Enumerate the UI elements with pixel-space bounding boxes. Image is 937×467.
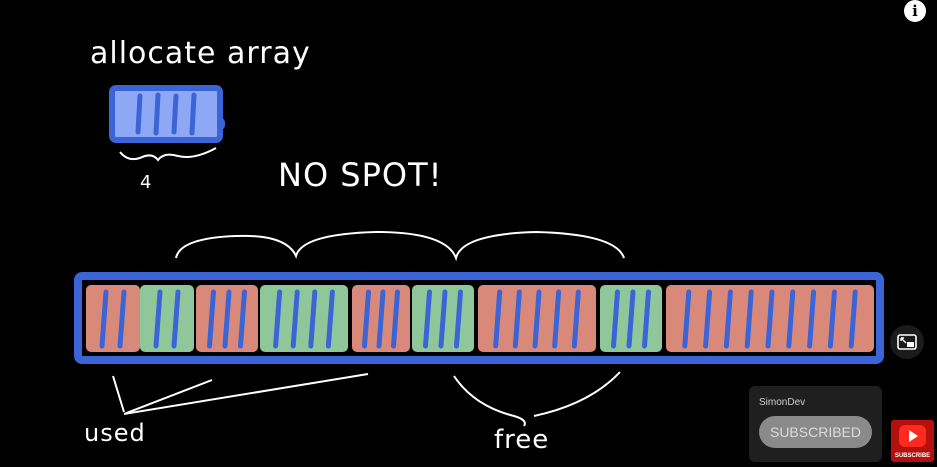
- slot-divider: [786, 289, 796, 349]
- slot-divider: [571, 289, 581, 349]
- memory-array: [74, 272, 884, 364]
- slot-divider: [438, 289, 448, 349]
- miniplayer-icon: [897, 334, 917, 350]
- slot-divider: [723, 289, 733, 349]
- slot-divider: [807, 289, 817, 349]
- free-block: [140, 285, 194, 352]
- youtube-play-icon: [899, 425, 926, 447]
- slot-divider: [290, 289, 300, 349]
- slot-divider: [848, 289, 858, 349]
- slot-divider: [512, 289, 522, 349]
- slot-divider: [273, 289, 283, 349]
- size-brace: [119, 147, 217, 162]
- slot-divider: [611, 289, 620, 349]
- slot-divider: [642, 289, 651, 349]
- slot-divider: [744, 289, 754, 349]
- subscribed-button[interactable]: SUBSCRIBED: [759, 416, 872, 448]
- slot-divider: [117, 289, 127, 349]
- allocate-array-label: allocate array: [90, 36, 311, 71]
- slot-divider: [362, 289, 371, 349]
- slot-divider: [153, 289, 163, 349]
- slot-divider: [423, 289, 432, 349]
- used-block: [86, 285, 140, 352]
- slot-divider: [626, 289, 636, 349]
- no-spot-label: NO SPOT!: [278, 156, 442, 194]
- slot-divider: [222, 289, 232, 349]
- subscribe-badge-label: SUBSCRIBE: [894, 453, 931, 459]
- size-label: 4: [140, 172, 152, 193]
- info-icon[interactable]: i: [904, 0, 926, 22]
- slot-divider: [325, 289, 335, 349]
- subscribe-card: SimonDev SUBSCRIBED: [749, 386, 882, 462]
- slot-divider: [454, 289, 463, 349]
- slot-divider: [827, 289, 837, 349]
- slot-divider: [308, 289, 318, 349]
- used-label: used: [84, 419, 146, 447]
- free-pointer-lines: [453, 371, 621, 427]
- slot-divider: [238, 289, 247, 349]
- slot-divider: [171, 289, 181, 349]
- new-array-drawing: [109, 85, 226, 143]
- used-pointer-lines: [112, 373, 369, 415]
- channel-name: SimonDev: [759, 397, 806, 408]
- slot-divider: [765, 289, 775, 349]
- slot-divider: [99, 289, 109, 349]
- slot-divider: [493, 289, 503, 349]
- slot-divider: [391, 289, 400, 349]
- subscribe-badge[interactable]: SUBSCRIBE: [891, 420, 934, 462]
- free-label: free: [494, 425, 549, 455]
- slot-divider: [207, 289, 216, 349]
- slot-divider: [552, 289, 562, 349]
- slot-divider: [376, 289, 386, 349]
- slot-divider: [532, 289, 542, 349]
- miniplayer-button[interactable]: [890, 325, 924, 359]
- free-block: [260, 285, 348, 352]
- slot-divider: [703, 289, 713, 349]
- span-brace: [175, 230, 625, 262]
- slot-divider: [682, 289, 692, 349]
